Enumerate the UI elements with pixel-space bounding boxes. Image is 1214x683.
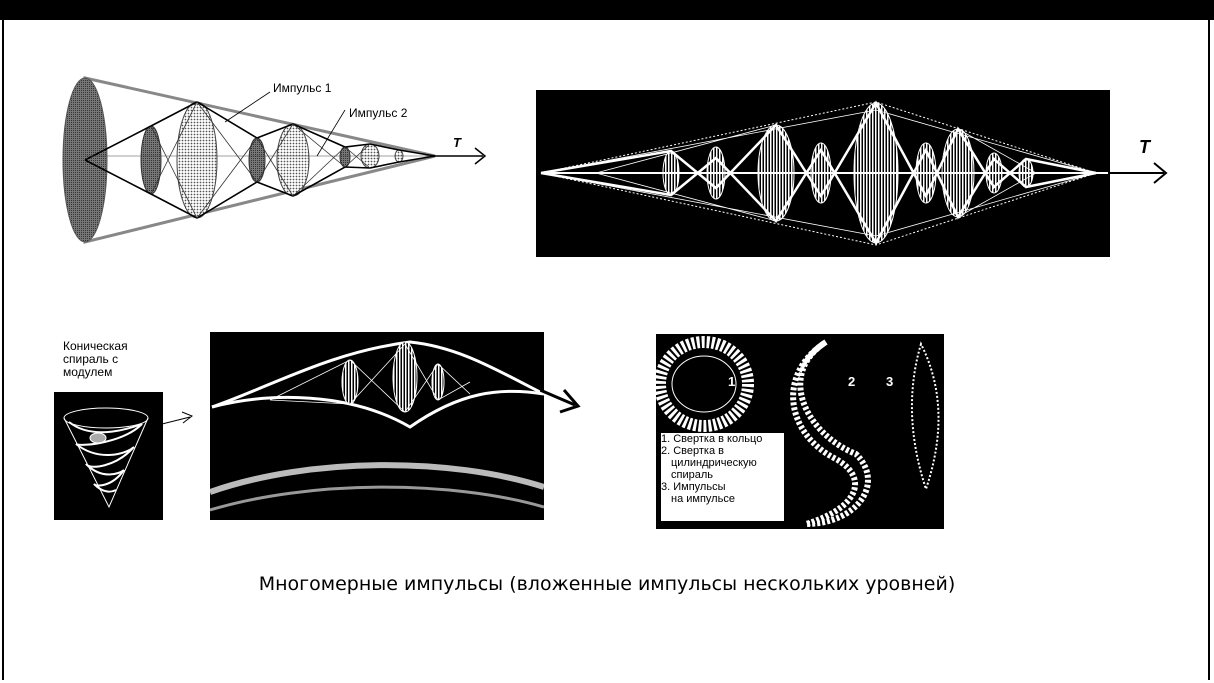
convolutions-legend: 1. Свертка в кольцо 2. Свертка в цилиндр… bbox=[661, 433, 784, 521]
cylindrical-spiral-shape bbox=[793, 342, 868, 524]
shape-number-3: 3 bbox=[886, 374, 893, 389]
spiral-label-line-1: Коническая bbox=[63, 340, 128, 352]
double-cone-panel bbox=[536, 90, 1110, 257]
spiral-pointer-arrow bbox=[150, 400, 210, 430]
spiral-label-line-2: спираль с bbox=[63, 353, 118, 365]
slide-caption: Многомерные импульсы (вложенные импульсы… bbox=[0, 573, 1214, 595]
pulse-envelope bbox=[212, 391, 544, 427]
top-bar bbox=[0, 0, 1214, 20]
legend-item-2-line-3: спираль bbox=[661, 469, 784, 481]
label-leader bbox=[317, 110, 345, 156]
cone-diagram: Импульс 1 Импульс 2 T bbox=[55, 70, 495, 250]
legend-item-1: 1. Свертка в кольцо bbox=[661, 433, 784, 445]
shape-number-2: 2 bbox=[848, 374, 855, 389]
ring-arc bbox=[210, 487, 544, 510]
spiral-label-line-3: модулем bbox=[63, 366, 112, 378]
nested-pulses-shape bbox=[912, 344, 939, 489]
spiral-pulse-svg bbox=[210, 332, 544, 520]
double-cone-svg bbox=[536, 90, 1110, 257]
legend-item-3-line-2: на импульсе bbox=[661, 493, 784, 505]
pulse-ellipse bbox=[177, 102, 217, 218]
pulse-2-label: Импульс 2 bbox=[349, 107, 407, 120]
t-axis-label: T bbox=[453, 136, 461, 149]
pulse-1-label: Импульс 1 bbox=[273, 82, 331, 95]
pulse-ellipse bbox=[249, 138, 265, 182]
pulse-ellipse bbox=[141, 126, 161, 194]
legend-item-3-line-1: 3. Импульсы bbox=[661, 481, 784, 493]
legend-item-2-line-1: 2. Свертка в bbox=[661, 445, 784, 457]
double-cone-t-label: T bbox=[1139, 137, 1150, 157]
conical-spiral-svg bbox=[54, 392, 163, 520]
spiral-pulse-panel bbox=[210, 332, 544, 520]
shape-number-1: 1 bbox=[728, 374, 735, 389]
cone-svg bbox=[55, 70, 495, 250]
conical-spiral-panel bbox=[54, 392, 163, 520]
spiral-pulse-arrow bbox=[540, 380, 585, 420]
legend-item-2-line-2: цилиндрическую bbox=[661, 457, 784, 469]
